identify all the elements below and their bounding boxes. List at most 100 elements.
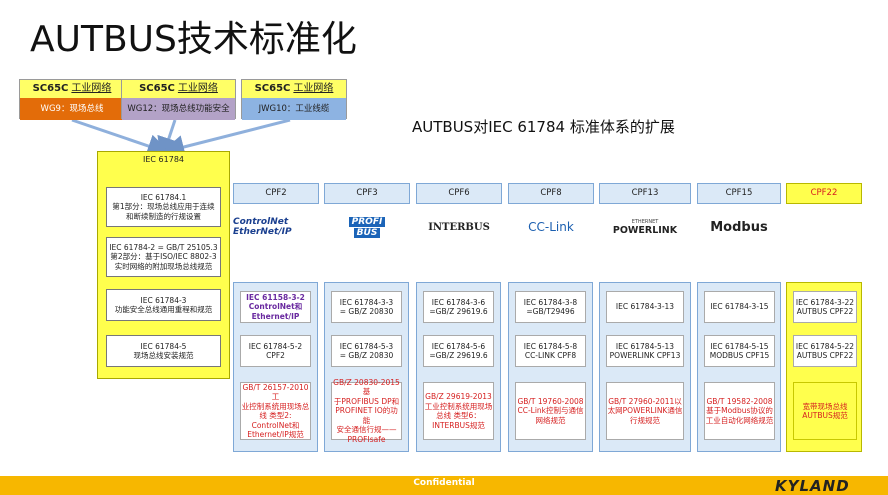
sc65c-code: SC65C — [139, 83, 175, 94]
cell-line: PROFIsafe — [347, 434, 386, 444]
cpf13-cell-1: IEC 61784-3-13 — [606, 291, 684, 323]
cell-line: 基于Modbus协议的 — [706, 406, 773, 416]
cell-line: ControlNet和 — [251, 420, 300, 430]
cell-line: CC-LINK CPF8 — [524, 351, 577, 360]
cell-line: =GB/Z 29619.6 — [429, 307, 488, 316]
cpf-header-cpf22: CPF22 — [786, 183, 862, 204]
cell-line: 于PROFIBUS DP和 — [333, 396, 400, 406]
logo-text: ETHERNET — [631, 218, 659, 225]
cpf-column-cpf22: IEC 61784-3-22 AUTBUS CPF22 IEC 61784-5-… — [786, 282, 862, 452]
cpf22-cell-2: IEC 61784-5-22 AUTBUS CPF22 — [793, 335, 857, 367]
cpf8-cell-2: IEC 61784-5-8 CC-LINK CPF8 — [515, 335, 586, 367]
cpf2-cell-1: IEC 61158-3-2 ControlNet和Ethernet/IP — [240, 291, 311, 323]
iec-box-line: 功能安全总线通用重程和规范 — [114, 305, 213, 314]
logo-text: INTERBUS — [428, 221, 490, 233]
cell-line: Ethernet/IP规范 — [247, 430, 304, 439]
cell-line: IEC 61784-3-15 — [710, 302, 769, 312]
cell-line: =GB/Z 29619.6 — [429, 351, 488, 360]
sc65c-wg: WG9：现场总线 — [20, 98, 124, 120]
cell-line: 太网POWERLINK通信 — [607, 406, 683, 416]
cell-line: IEC 61784-5-13 — [615, 341, 675, 351]
iec-box-line: IEC 61784.1 — [140, 192, 187, 202]
kyland-logo: KYLAND — [775, 477, 850, 495]
cpf-column-cpf6: IEC 61784-3-6 =GB/Z 29619.6 IEC 61784-5-… — [416, 282, 501, 452]
cell-line: IEC 61784-3-6 — [431, 297, 486, 307]
cell-line: =GB/T29496 — [526, 307, 575, 316]
arrow-wg9 — [71, 118, 172, 158]
iec-box-line: 第2部分：基于ISO/IEC 8802-3 — [110, 252, 217, 262]
cell-line: IEC 61784-5-3 — [339, 341, 394, 351]
sc65c-name: 工业网络 — [177, 83, 218, 94]
footer-bar — [0, 476, 888, 495]
page-title: AUTBUS技术标准化 — [30, 19, 357, 60]
logo-text: Modbus — [710, 219, 768, 235]
cpf8-gb-standard: GB/T 19760-2008 CC-Link控制与通信 网络规范 — [515, 382, 586, 440]
logo-text: EtherNet/IP — [233, 227, 292, 237]
cell-line: 业控制系统用现场总 — [241, 401, 310, 411]
cell-line: 线 类型2: — [259, 411, 292, 420]
cell-line: GB/Z 29619-2013 — [425, 392, 492, 401]
cell-line: IEC 61784-3-8 — [523, 297, 578, 307]
logo-text: CC-Link — [528, 220, 574, 234]
cpf-header-cpf2: CPF2 — [233, 183, 319, 204]
cpf2-gb-standard: GB/T 26157-2010 工 业控制系统用现场总 线 类型2: Contr… — [240, 382, 311, 440]
sc65c-code: SC65C — [254, 83, 291, 94]
cell-line: IEC 61784-5-8 — [523, 341, 578, 351]
cell-line: GB/T 27960-2011以 — [608, 396, 682, 406]
cpf-header-cpf13: CPF13 — [599, 183, 691, 204]
cell-line: 行规规范 — [630, 415, 660, 425]
cell-line: 总线 类型6： — [436, 411, 481, 420]
profibus-logo: PROFI BUS — [324, 205, 410, 249]
cell-line: IEC 61784-5-6 — [431, 341, 486, 351]
iec-box-line: 现场总线安装规范 — [133, 351, 194, 360]
cpf3-cell-1: IEC 61784-3-3 = GB/Z 20830 — [331, 291, 402, 323]
cell-line: GB/Z 20830-2015 基 — [333, 377, 400, 397]
cell-line: 工业控制系统用现场 — [424, 401, 493, 411]
modbus-logo: Modbus — [697, 205, 781, 249]
cpf-header-cpf8: CPF8 — [508, 183, 594, 204]
cell-line: CC-Link控制与通信 — [517, 406, 584, 416]
cpf15-gb-standard: GB/T 19582-2008 基于Modbus协议的 工业自动化网络规范 — [704, 382, 775, 440]
cell-line: = GB/Z 20830 — [339, 351, 394, 360]
confidential-label: Confidential — [413, 478, 475, 488]
cell-line: MODBUS CPF15 — [709, 351, 770, 360]
cpf2-cell-2: IEC 61784-5-2 CPF2 — [240, 335, 311, 367]
cpf-column-cpf13: IEC 61784-3-13 IEC 61784-5-13 POWERLINK … — [599, 282, 691, 452]
cpf-column-cpf8: IEC 61784-3-8 =GB/T29496 IEC 61784-5-8 C… — [508, 282, 593, 452]
cpf3-cell-2: IEC 61784-5-3 = GB/Z 20830 — [331, 335, 402, 367]
cpf-header-cpf3: CPF3 — [324, 183, 410, 204]
sc65c-wg: WG12：现场总线功能安全 — [122, 98, 235, 120]
cell-line: 网络规范 — [535, 415, 566, 425]
cell-line: PROFINET IO的功能 — [335, 406, 398, 425]
cpf15-cell-1: IEC 61784-3-15 — [704, 291, 775, 323]
cell-line: IEC 61784-3-22 — [795, 297, 855, 307]
iec-box-line: 实时网络的附加现场总线规范 — [114, 261, 213, 271]
iec-box-line: 第1部分：现场总线应用于连续 — [112, 202, 215, 212]
cell-line: CPF2 — [266, 351, 285, 360]
iec-part3-box: IEC 61784-3 功能安全总线通用重程和规范 — [106, 289, 221, 321]
interbus-logo: INTERBUS — [416, 205, 502, 249]
cpf13-cell-2: IEC 61784-5-13 POWERLINK CPF13 — [606, 335, 684, 367]
iec61784-panel: IEC 61784 IEC 61784.1 第1部分：现场总线应用于连续 和断续… — [97, 151, 230, 379]
cell-line: ControlNet和Ethernet/IP — [248, 302, 303, 321]
logo-text: PROFI — [348, 216, 386, 227]
cell-line: POWERLINK CPF13 — [609, 351, 681, 360]
cpf15-cell-2: IEC 61784-5-15 MODBUS CPF15 — [704, 335, 775, 367]
cpf6-cell-1: IEC 61784-3-6 =GB/Z 29619.6 — [423, 291, 494, 323]
cell-line: 安全通信行规—— — [336, 425, 397, 435]
iec-box-line: IEC 61784-3 — [140, 295, 187, 305]
cell-line: IEC 61784-5-2 — [248, 341, 303, 351]
cell-line: IEC 61158-3-2 — [246, 292, 305, 302]
cell-line: GB/T 19582-2008 — [706, 396, 773, 406]
diagram-subtitle: AUTBUS对IEC 61784 标准体系的扩展 — [412, 118, 675, 136]
controlnet-ethernetip-logo: ControlNet EtherNet/IP — [233, 205, 319, 249]
cpf13-gb-standard: GB/T 27960-2011以 太网POWERLINK通信 行规规范 — [606, 382, 684, 440]
cell-line: IEC 61784-5-15 — [710, 341, 769, 351]
cell-line: AUTBUS规范 — [802, 411, 848, 420]
cc-link-logo: CC-Link — [508, 205, 594, 249]
logo-text: POWERLINK — [612, 224, 678, 236]
iec61784-heading: IEC 61784 — [143, 155, 184, 164]
iec-box-line: 和断续制造的行规设置 — [126, 211, 201, 221]
